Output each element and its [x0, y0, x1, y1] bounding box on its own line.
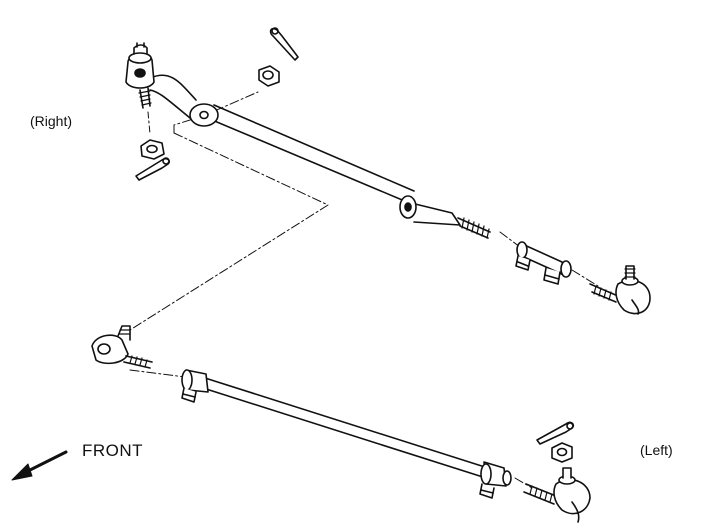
pivot-eye [189, 103, 219, 127]
right-side-label: (Right) [30, 113, 73, 129]
outer-tie-rod-end-lower [523, 467, 591, 523]
assembly-centerlines [129, 91, 599, 489]
tie-rod-lower [181, 369, 512, 499]
inner-tie-rod-end-lower [91, 325, 153, 369]
left-side-label: (Left) [640, 442, 673, 458]
adjuster-sleeve-upper [515, 241, 572, 285]
left-tie-rod-end-upper [589, 265, 651, 315]
cotter-pin-upper [269, 27, 299, 61]
cotter-pin-right [135, 157, 171, 181]
castle-nut-lower [551, 442, 573, 463]
castle-nut-upper [258, 65, 280, 87]
castle-nut-right [140, 139, 165, 160]
right-tie-rod-end [125, 42, 155, 135]
front-arrow-icon [11, 450, 68, 481]
front-direction-label: FRONT [82, 441, 144, 460]
cotter-pin-lower [536, 421, 575, 445]
center-link [149, 74, 491, 239]
threaded-end-upper [461, 217, 490, 239]
